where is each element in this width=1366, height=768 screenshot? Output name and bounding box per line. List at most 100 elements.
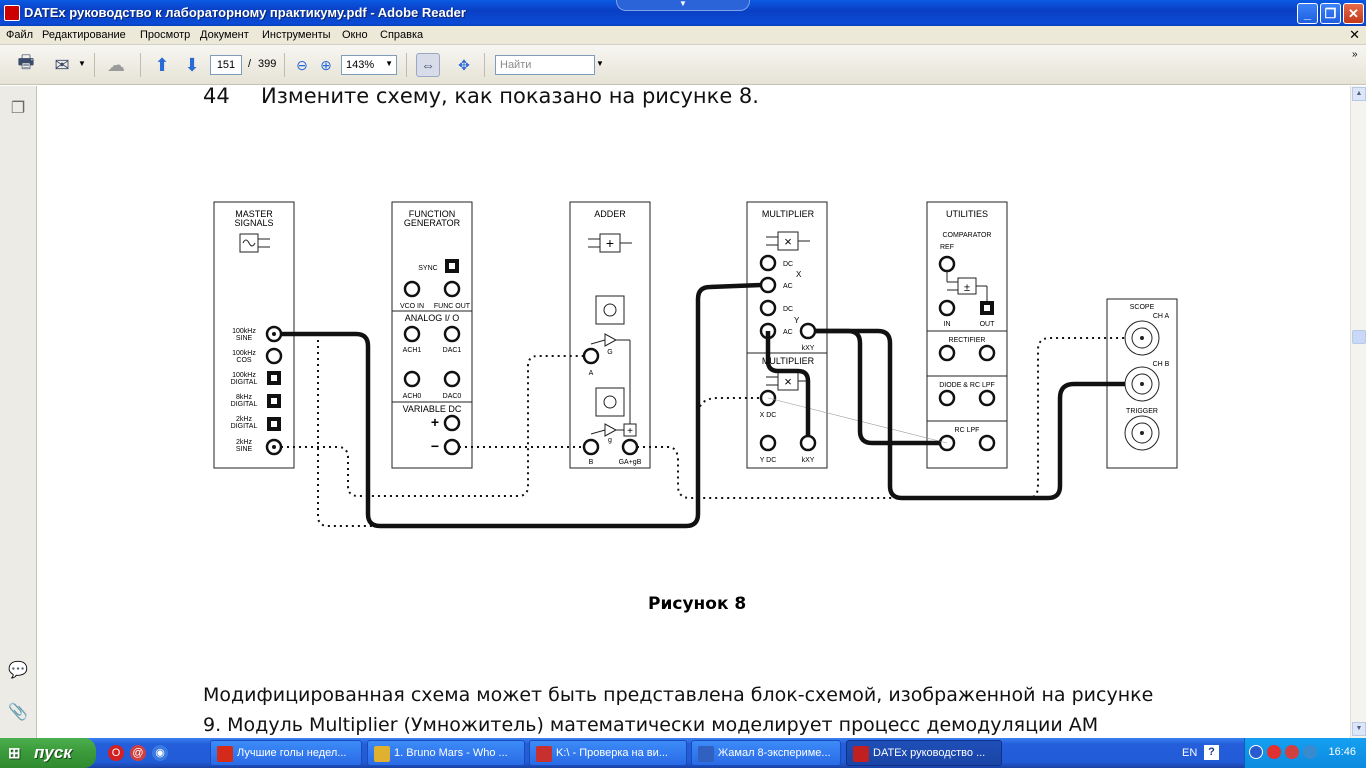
svg-text:REF: REF bbox=[940, 244, 954, 251]
email-icon[interactable]: ✉ bbox=[54, 54, 70, 75]
tray-opera-icon[interactable] bbox=[1267, 745, 1281, 759]
menu-tools[interactable]: Инструменты bbox=[262, 29, 331, 41]
utilities-module bbox=[926, 201, 1008, 469]
language-indicator[interactable]: EN bbox=[1182, 747, 1198, 759]
svg-text:X DC: X DC bbox=[760, 412, 777, 419]
svg-text:kXY: kXY bbox=[802, 345, 815, 352]
svg-text:A: A bbox=[589, 370, 594, 377]
svg-text:DC: DC bbox=[783, 261, 793, 268]
svg-text:−: − bbox=[431, 438, 439, 454]
zoom-in-icon[interactable]: ⊕ bbox=[320, 56, 332, 73]
menu-edit[interactable]: Редактирование bbox=[42, 29, 126, 41]
tray-arrow-icon[interactable] bbox=[1249, 745, 1263, 759]
hand-tool-icon[interactable]: ☁ bbox=[107, 54, 125, 75]
maximize-button[interactable]: ❐ bbox=[1320, 3, 1341, 24]
task-button-active[interactable]: DATEx руководство ... bbox=[846, 740, 1002, 766]
svg-text:FUNCTION: FUNCTION bbox=[409, 209, 456, 219]
svg-text:DIGITAL: DIGITAL bbox=[231, 401, 258, 408]
svg-text:+: + bbox=[627, 426, 633, 437]
print-icon[interactable]: 🖶 bbox=[17, 52, 35, 72]
collapse-tab[interactable]: ▼ bbox=[616, 0, 750, 11]
zoom-select[interactable]: 143% ▼ bbox=[341, 55, 397, 75]
svg-text:X: X bbox=[796, 270, 802, 279]
svg-text:±: ± bbox=[964, 282, 970, 294]
title-bar: DATEx руководство к лабораторному практи… bbox=[0, 0, 1366, 26]
svg-text:FUNC OUT: FUNC OUT bbox=[434, 303, 471, 310]
toolbar-separator bbox=[484, 53, 485, 77]
quicklaunch-icon[interactable]: ◉ bbox=[152, 745, 168, 761]
scroll-up-icon[interactable]: ▲ bbox=[1352, 87, 1366, 101]
toolbar-separator bbox=[140, 53, 141, 77]
chevron-down-icon[interactable]: ▼ bbox=[78, 59, 86, 68]
menu-bar: Файл Редактирование Просмотр Документ Ин… bbox=[0, 26, 1366, 45]
svg-text:OUT: OUT bbox=[980, 321, 996, 328]
step-number: 44 bbox=[203, 86, 230, 108]
svg-text:SINE: SINE bbox=[236, 446, 253, 453]
fit-page-icon[interactable]: ✥ bbox=[458, 56, 470, 73]
tray-network-icon[interactable] bbox=[1303, 745, 1317, 759]
figure-caption: Рисунок 8 bbox=[648, 594, 747, 614]
fit-width-icon[interactable]: ⇔ bbox=[416, 53, 440, 77]
task-button[interactable]: 1. Bruno Mars - Who ... bbox=[367, 740, 525, 766]
svg-text:2kHz: 2kHz bbox=[236, 416, 252, 423]
help-icon[interactable]: ? bbox=[1204, 745, 1219, 760]
menu-document[interactable]: Документ bbox=[200, 29, 249, 41]
zoom-value: 143% bbox=[346, 59, 375, 71]
scrollbar-thumb[interactable] bbox=[1352, 330, 1366, 344]
clock: 16:46 bbox=[1328, 746, 1356, 758]
svg-text:Y: Y bbox=[794, 316, 800, 325]
svg-text:DIODE & RC LPF: DIODE & RC LPF bbox=[939, 382, 995, 389]
menu-file[interactable]: Файл bbox=[6, 29, 34, 41]
svg-text:SYNC: SYNC bbox=[418, 265, 437, 272]
svg-text:8kHz: 8kHz bbox=[236, 394, 252, 401]
word-icon bbox=[698, 746, 714, 762]
vertical-scrollbar[interactable]: ▲ ▼ bbox=[1350, 86, 1366, 738]
svg-text:ACH0: ACH0 bbox=[403, 393, 422, 400]
task-button[interactable]: K:\ - Проверка на ви... bbox=[529, 740, 687, 766]
task-button[interactable]: Жамал 8-эксперимe... bbox=[691, 740, 841, 766]
svg-text:B: B bbox=[589, 459, 594, 466]
next-page-icon[interactable]: ⬇ bbox=[184, 54, 200, 75]
toolbar-options-icon[interactable]: » bbox=[1352, 49, 1358, 60]
start-button[interactable]: ⊞ пуск bbox=[0, 738, 96, 768]
step-text: Измените схему, как показано на рисунке … bbox=[261, 86, 759, 108]
svg-text:SINE: SINE bbox=[236, 335, 253, 342]
pages-icon[interactable]: ❐ bbox=[10, 100, 26, 117]
svg-text:100kHz: 100kHz bbox=[232, 328, 256, 335]
svg-text:2kHz: 2kHz bbox=[236, 439, 252, 446]
svg-text:UTILITIES: UTILITIES bbox=[946, 209, 988, 219]
adobe-reader-icon bbox=[4, 5, 20, 21]
page-number-input[interactable]: 151 bbox=[210, 55, 242, 75]
minimize-button[interactable]: _ bbox=[1297, 3, 1318, 24]
close-button[interactable]: ✕ bbox=[1343, 3, 1364, 24]
bnc-trigger bbox=[1124, 415, 1160, 451]
adobe-reader-icon bbox=[853, 746, 869, 762]
chevron-down-icon[interactable]: ▼ bbox=[596, 59, 604, 68]
svg-text:AC: AC bbox=[783, 283, 793, 290]
opera-icon bbox=[217, 746, 233, 762]
svg-text:COS: COS bbox=[236, 357, 252, 364]
close-document-button[interactable]: ✕ bbox=[1349, 27, 1360, 42]
svg-text:MULTIPLIER: MULTIPLIER bbox=[762, 209, 815, 219]
svg-text:+: + bbox=[431, 414, 439, 430]
svg-text:TRIGGER: TRIGGER bbox=[1126, 408, 1158, 415]
svg-text:DIGITAL: DIGITAL bbox=[231, 423, 258, 430]
search-input[interactable]: Найти bbox=[495, 55, 595, 75]
opera-icon[interactable]: O bbox=[108, 745, 124, 761]
attachments-icon[interactable]: 📎 bbox=[8, 704, 28, 721]
svg-text:CH A: CH A bbox=[1153, 313, 1170, 320]
task-button[interactable]: Лучшие голы недел... bbox=[210, 740, 362, 766]
zoom-out-icon[interactable]: ⊖ bbox=[296, 56, 308, 73]
menu-view[interactable]: Просмотр bbox=[140, 29, 191, 41]
svg-text:g: g bbox=[608, 437, 612, 444]
menu-window[interactable]: Окно bbox=[342, 29, 368, 41]
comments-icon[interactable]: 💬 bbox=[8, 662, 28, 679]
menu-help[interactable]: Справка bbox=[380, 29, 424, 41]
svg-text:AC: AC bbox=[783, 329, 793, 336]
navigation-panel: ❐ 💬 📎 bbox=[0, 86, 37, 738]
scroll-down-icon[interactable]: ▼ bbox=[1352, 722, 1366, 736]
master-signals-title2: SIGNALS bbox=[234, 218, 273, 228]
previous-page-icon[interactable]: ⬆ bbox=[154, 54, 170, 75]
mail-icon[interactable]: @ bbox=[130, 745, 146, 761]
tray-antivirus-icon[interactable] bbox=[1285, 745, 1299, 759]
